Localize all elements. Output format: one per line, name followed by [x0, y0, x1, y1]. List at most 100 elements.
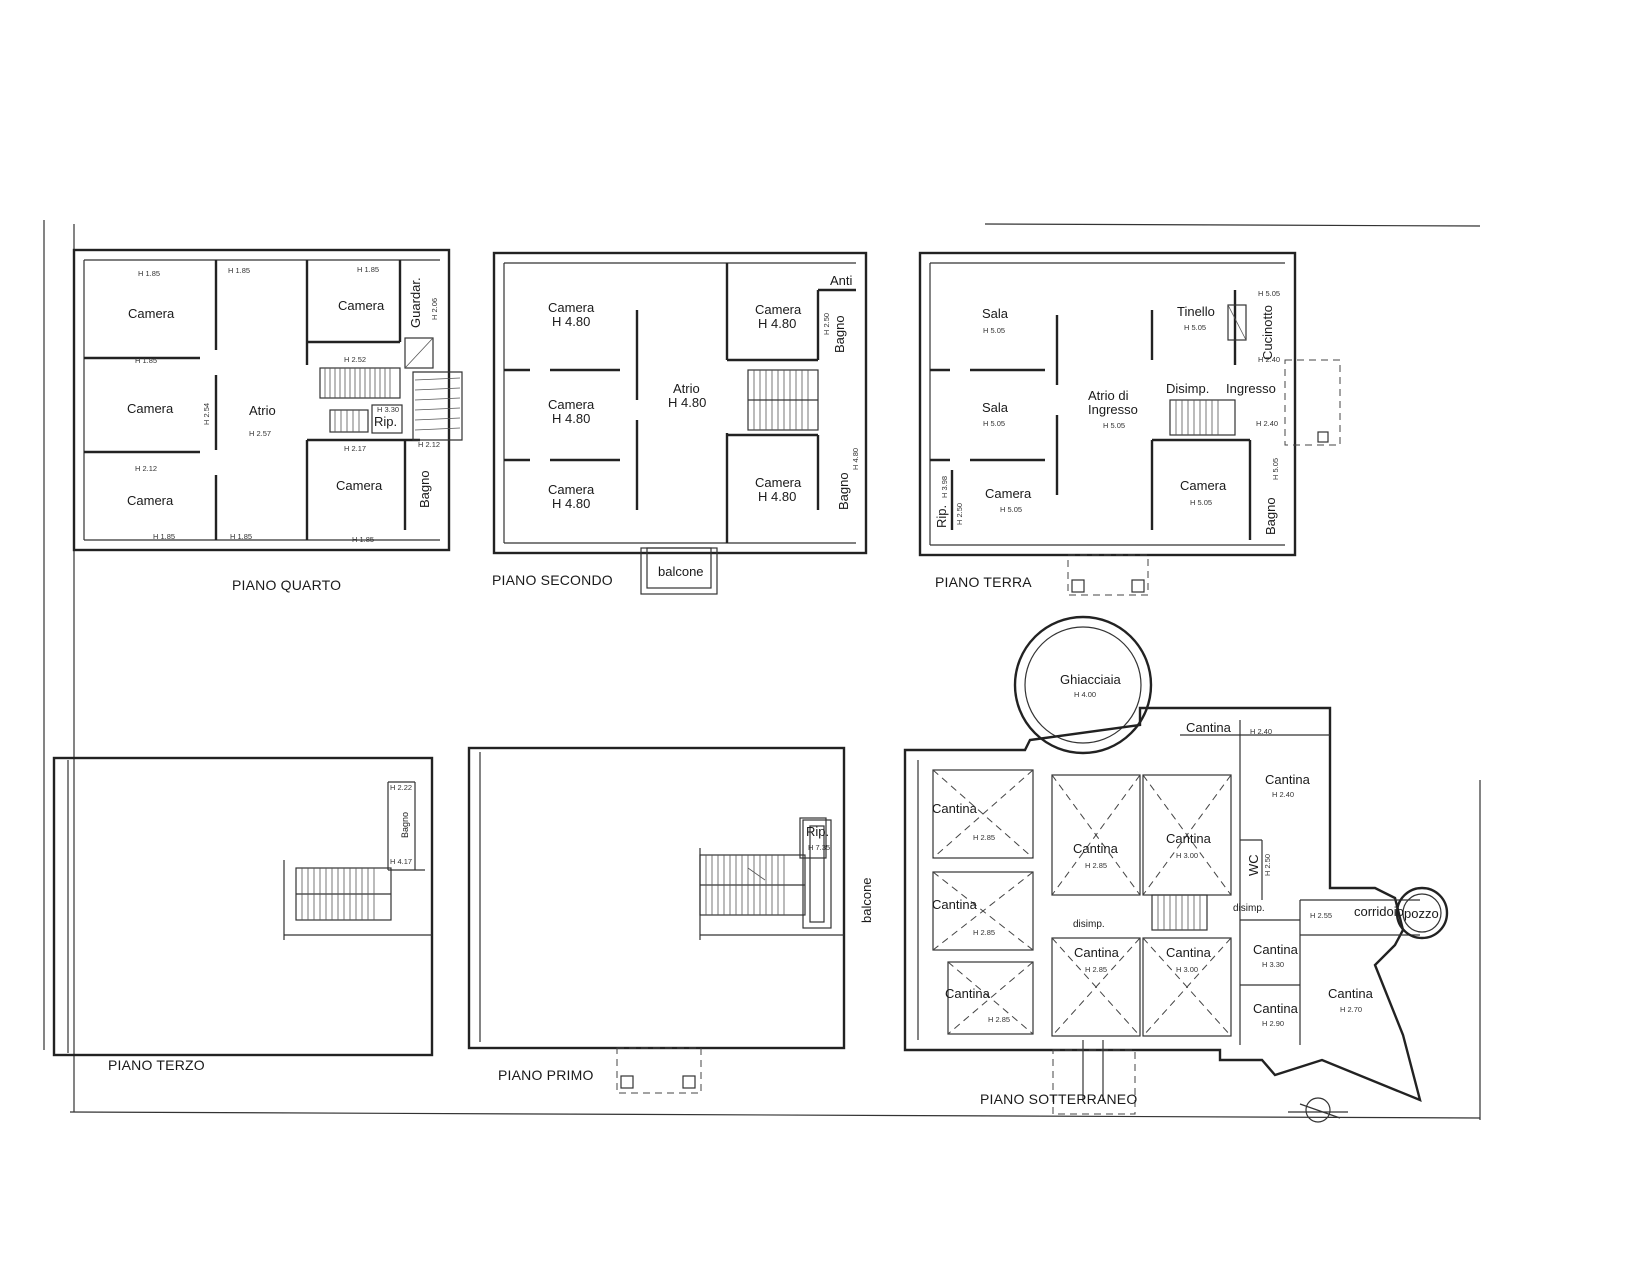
room-label: Cantina [1166, 945, 1212, 960]
room-label: Sala [982, 306, 1009, 321]
height-label: H 3.00 [1176, 851, 1198, 860]
height-label: H 3.30 [1262, 960, 1284, 969]
height-label: H 3.98 [940, 476, 949, 498]
height-label: H 2.85 [1085, 861, 1107, 870]
room-label: disimp. [1233, 903, 1265, 914]
plan-piano-terzo [52, 756, 434, 1057]
height-label: H 2.50 [1263, 854, 1272, 876]
labels-piano-secondo: Camera H 4.80 Camera H 4.80 Camera H 4.8… [492, 273, 860, 588]
room-label: Anti [830, 273, 853, 288]
room-label: Bagno [417, 470, 432, 508]
height-label: H 4.80 [758, 316, 796, 331]
room-label: Camera [755, 302, 802, 317]
height-label: H 2.55 [1310, 911, 1332, 920]
height-label: H 2.70 [1340, 1005, 1362, 1014]
balcony-label: balcone [859, 877, 874, 923]
room-label: Tinello [1177, 304, 1215, 319]
height-label: H 3.30 [377, 405, 399, 414]
floor-title: PIANO SECONDO [492, 572, 613, 588]
room-label: Camera [127, 493, 174, 508]
room-label: Camera [338, 298, 385, 313]
height-label: H 4.00 [1074, 690, 1096, 699]
height-label: H 2.40 [1256, 419, 1278, 428]
height-label: H 1.85 [138, 269, 160, 278]
height-label: H 5.05 [983, 419, 1005, 428]
height-label: H 1.85 [352, 535, 374, 544]
height-label: H 2.17 [344, 444, 366, 453]
plan-piano-primo [467, 746, 846, 1094]
height-label: H 2.90 [1262, 1019, 1284, 1028]
height-label: H 4.80 [851, 448, 860, 470]
plan-piano-secondo [492, 251, 868, 595]
room-label: Bagno [400, 812, 410, 838]
floor-title: PIANO QUARTO [232, 577, 341, 593]
room-label: Camera [127, 401, 174, 416]
height-label: H 2.52 [344, 355, 366, 364]
height-label: H 4.80 [552, 314, 590, 329]
room-label: corridoio [1354, 904, 1404, 919]
room-label: Sala [982, 400, 1009, 415]
height-label: H 2.40 [1272, 790, 1294, 799]
room-label: Camera [548, 397, 595, 412]
height-label: H 3.00 [1176, 965, 1198, 974]
room-label: Cantina [1328, 986, 1374, 1001]
room-label: Camera [755, 475, 802, 490]
height-label: H 1.85 [230, 532, 252, 541]
room-label: Bagno [836, 472, 851, 510]
room-label: Bagno [1263, 497, 1278, 535]
room-label: Cucinotto [1260, 305, 1275, 360]
room-label: Cantina [1073, 841, 1119, 856]
labels-piano-terra: Sala H 5.05 Sala H 5.05 Camera H 5.05 Ca… [934, 289, 1280, 590]
room-label: Cantina [1074, 945, 1120, 960]
height-label: H 5.05 [1184, 323, 1206, 332]
height-label: H 1.85 [153, 532, 175, 541]
floor-title: PIANO PRIMO [498, 1067, 594, 1083]
room-label: Camera [128, 306, 175, 321]
room-label: Rip. [374, 414, 397, 429]
room-label: Guardar. [408, 277, 423, 328]
room-label: Atrio di [1088, 388, 1129, 403]
room-label: Cantina [1166, 831, 1212, 846]
height-label: H 5.05 [1000, 505, 1022, 514]
height-label: H 4.17 [390, 857, 412, 866]
height-label: H 1.85 [135, 356, 157, 365]
room-label: WC [1246, 854, 1261, 876]
room-label: Cantina [1265, 772, 1311, 787]
height-label: H 2.50 [822, 313, 831, 335]
height-label: H 2.22 [390, 783, 412, 792]
labels-piano-quarto: Camera Camera Camera Camera Camera Atrio… [127, 265, 440, 593]
height-label: H 2.85 [973, 928, 995, 937]
room-label: disimp. [1073, 919, 1105, 930]
room-label: Camera [548, 300, 595, 315]
room-label: Cantina [932, 897, 978, 912]
height-label: H 2.50 [955, 503, 964, 525]
room-label: pozzo [1404, 906, 1439, 921]
height-label: H 2.12 [418, 440, 440, 449]
room-label: Ghiacciaia [1060, 672, 1121, 687]
floor-title: PIANO SOTTERRANEO [980, 1091, 1137, 1107]
height-label: H 2.85 [988, 1015, 1010, 1024]
room-label: Rip. [806, 824, 829, 839]
height-label: H 1.85 [357, 265, 379, 274]
height-label: H 4.80 [758, 489, 796, 504]
height-label: H 1.85 [228, 266, 250, 275]
room-label: Camera [1180, 478, 1227, 493]
labels-piano-primo: Rip. H 7.35 balcone PIANO PRIMO [498, 824, 874, 1083]
room-label: Bagno [832, 315, 847, 353]
height-label: H 7.35 [808, 843, 830, 852]
height-label: H 2.12 [135, 464, 157, 473]
balcony-label: balcone [658, 564, 704, 579]
height-label: H 2.57 [249, 429, 271, 438]
room-label: Ingresso [1226, 381, 1276, 396]
height-label: H 4.80 [552, 496, 590, 511]
height-label: H 5.05 [1103, 421, 1125, 430]
height-label: H 2.85 [1085, 965, 1107, 974]
room-label: Camera [336, 478, 383, 493]
labels-piano-terzo: H 2.22 Bagno H 4.17 PIANO TERZO [108, 783, 412, 1073]
height-label: H 2.40 [1258, 355, 1280, 364]
room-label: Atrio [249, 403, 276, 418]
plan-piano-terra [918, 251, 1341, 596]
height-label: H 2.85 [973, 833, 995, 842]
room-label: Cantina [1186, 720, 1232, 735]
